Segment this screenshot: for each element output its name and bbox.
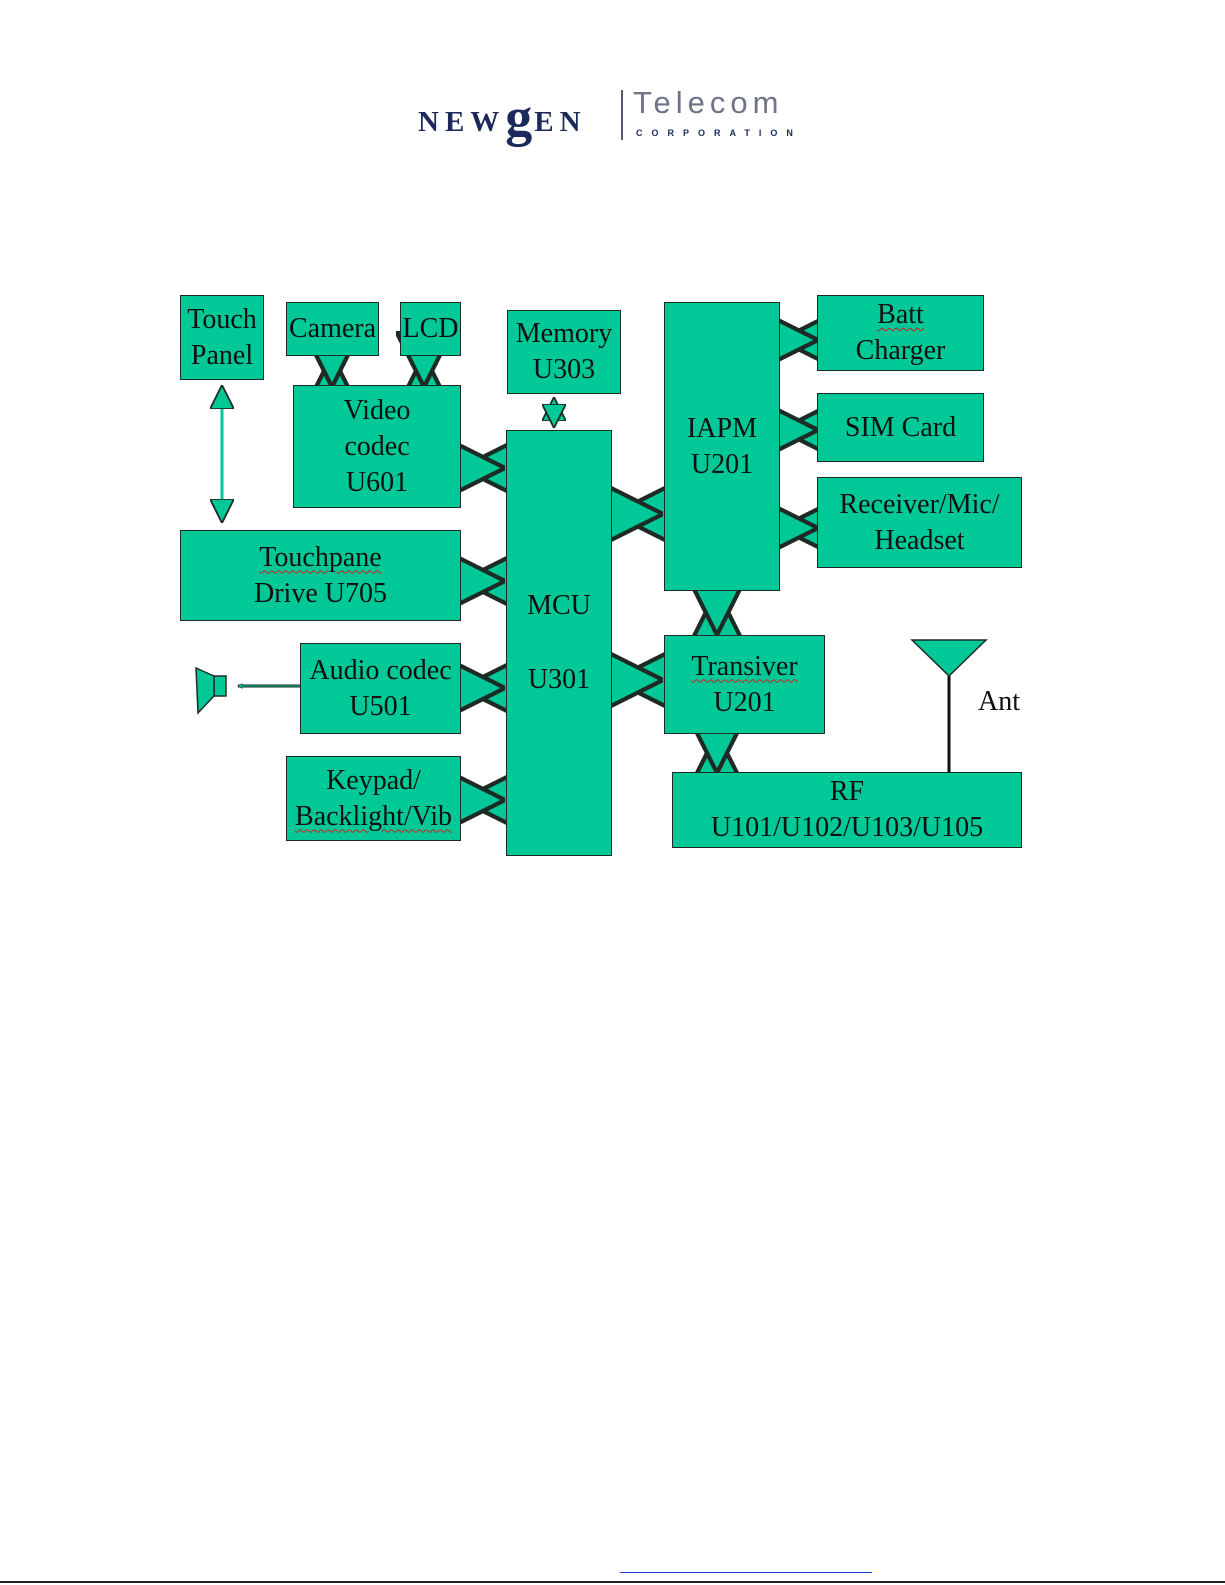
receiver-line1: Receiver/Mic/ [839,487,999,523]
sim-card-block: SIM Card [817,393,984,462]
audio-codec-line2: U501 [349,689,411,725]
keypad-line2-text: Backlight/Vib [295,799,452,835]
mcu-line1: MCU [527,588,591,624]
footer-rule [0,1581,1225,1583]
transiver-block: Transiver U201 [664,635,825,734]
keypad-line1: Keypad/ [326,763,421,799]
touchpane-drive-block: Touchpane Drive U705 [180,530,461,621]
keypad-block: Keypad/ Backlight/Vib [286,756,461,841]
video-codec-line2: codec [344,429,409,465]
memory-line2: U303 [533,352,595,388]
footer-link-underline[interactable] [620,1572,872,1573]
mcu-line2: U301 [528,662,590,698]
rf-line1: RF [830,774,864,810]
keypad-line2: Backlight/Vib [295,799,452,835]
receiver-block: Receiver/Mic/ Headset [817,477,1022,568]
antenna-icon [912,640,986,772]
receiver-line2: Headset [874,523,964,559]
camera-block: Camera [286,302,379,356]
lcd-label: LCD [403,311,459,347]
iapm-block: IAPM U201 [664,302,780,591]
lcd-block: LCD [400,302,461,356]
iapm-line2: U201 [691,447,753,483]
antenna-label: Ant [978,686,1020,718]
iapm-line1: IAPM [687,411,757,447]
camera-label: Camera [289,311,376,347]
audio-codec-line1: Audio codec [309,653,451,689]
touch-panel-line1: Touch [187,302,257,338]
rf-line2: U101/U102/U103/U105 [711,810,983,846]
transiver-line2: U201 [713,685,775,721]
audio-codec-block: Audio codec U501 [300,643,461,734]
batt-charger-line1: Batt [877,297,924,333]
touch-panel-block: Touch Panel [180,295,264,380]
touchpane-drive-line2: Drive U705 [254,576,387,612]
mcu-block: MCU U301 [506,430,612,856]
video-codec-block: Video codec U601 [293,385,461,508]
touch-panel-line2: Panel [191,338,253,374]
video-codec-line1: Video [344,393,411,429]
batt-charger-block: Batt Charger [817,295,984,371]
batt-charger-line2: Charger [856,333,946,369]
memory-line1: Memory [516,316,612,352]
speaker-icon [196,668,300,713]
memory-block: Memory U303 [507,310,621,394]
rf-block: RF U101/U102/U103/U105 [672,772,1022,848]
touchpane-drive-line1: Touchpane [259,540,381,576]
video-codec-line3: U601 [346,465,408,501]
transiver-line1: Transiver [691,649,797,685]
sim-card-label: SIM Card [845,410,956,446]
